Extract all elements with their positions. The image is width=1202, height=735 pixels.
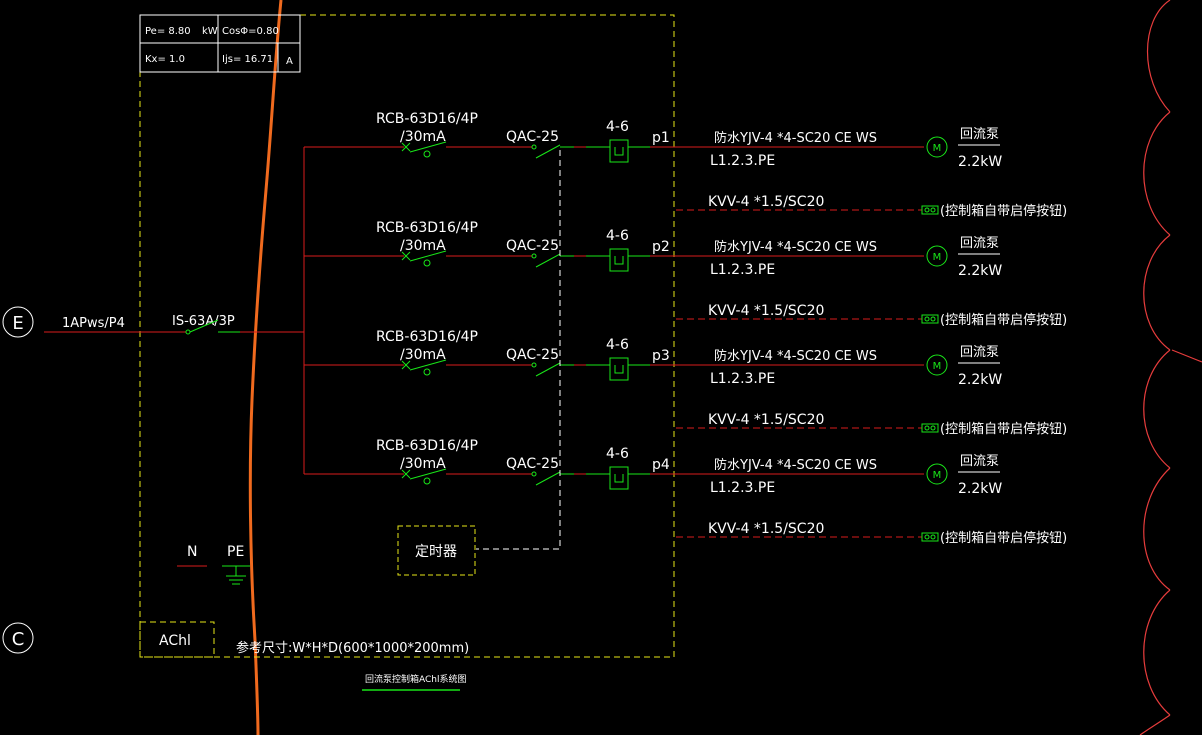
feeder-cable-4: 防水YJV-4 *4-SC20 CE WS bbox=[714, 457, 877, 473]
feeder-cable-2: 防水YJV-4 *4-SC20 CE WS bbox=[714, 239, 877, 255]
main-switch-symbol bbox=[185, 319, 240, 335]
load-cos-value: CosΦ=0.80 bbox=[222, 26, 279, 37]
grid-marker-e: E bbox=[2, 306, 34, 338]
rcbo-symbol bbox=[401, 141, 447, 158]
control-note-1: (控制箱自带启停按钮) bbox=[940, 203, 1067, 219]
ground-symbol bbox=[222, 565, 250, 585]
circuit-group-1 bbox=[304, 136, 948, 215]
contactor-label-2: QAC-25 bbox=[506, 238, 559, 254]
rcbo-label-2: RCB-63D16/4P bbox=[376, 220, 478, 236]
panel-outline bbox=[139, 14, 675, 658]
contactor-label-3: QAC-25 bbox=[506, 347, 559, 363]
relay-label-4: 4-6 bbox=[606, 446, 629, 462]
control-cable-1: KVV-4 *1.5/SC20 bbox=[708, 194, 824, 210]
rcbo-sublabel-2: /30mA bbox=[400, 238, 446, 254]
load-power-3: 2.2kW bbox=[958, 372, 1002, 388]
control-note-3: (控制箱自带启停按钮) bbox=[940, 421, 1067, 437]
neutral-label: N bbox=[187, 544, 197, 560]
motor-symbol bbox=[926, 136, 948, 158]
load-power-1: 2.2kW bbox=[958, 154, 1002, 170]
control-cable-4: KVV-4 *1.5/SC20 bbox=[708, 521, 824, 537]
motor-label-4: M bbox=[933, 470, 942, 481]
feeder-id-3: p3 bbox=[652, 348, 670, 364]
feeder-cable-3: 防水YJV-4 *4-SC20 CE WS bbox=[714, 348, 877, 364]
relay-symbol bbox=[586, 139, 650, 163]
load-ijs-value: Ijs= 16.71 bbox=[222, 54, 273, 65]
control-cable-3: KVV-4 *1.5/SC20 bbox=[708, 412, 824, 428]
motor-label-1: M bbox=[933, 143, 942, 154]
timer-box bbox=[397, 525, 476, 576]
main-switch-label: IS-63A/3P bbox=[172, 314, 235, 329]
load-pe-value: Pe= 8.80 bbox=[145, 26, 191, 37]
dimension-note: 参考尺寸:W*H*D(600*1000*200mm) bbox=[236, 640, 469, 656]
grid-marker-c-label: C bbox=[12, 629, 25, 650]
rcbo-sublabel-4: /30mA bbox=[400, 456, 446, 472]
control-cable-2: KVV-4 *1.5/SC20 bbox=[708, 303, 824, 319]
panel-id-label: AChl bbox=[159, 633, 191, 649]
feeder-cable-1: 防水YJV-4 *4-SC20 CE WS bbox=[714, 130, 877, 146]
rcbo-label-1: RCB-63D16/4P bbox=[376, 111, 478, 127]
load-name-2: 回流泵 bbox=[960, 236, 999, 251]
grid-marker-e-label: E bbox=[12, 313, 23, 334]
contactor-label-4: QAC-25 bbox=[506, 456, 559, 472]
relay-label-2: 4-6 bbox=[606, 228, 629, 244]
phases-2: L1.2.3.PE bbox=[710, 262, 775, 278]
phases-3: L1.2.3.PE bbox=[710, 371, 775, 387]
drawing-title: 回流泵控制箱AChl系统图 bbox=[365, 673, 467, 685]
panel-id-box bbox=[139, 621, 215, 658]
phases-1: L1.2.3.PE bbox=[710, 153, 775, 169]
motor-label-3: M bbox=[933, 361, 942, 372]
circuit-group-4 bbox=[304, 463, 948, 542]
circuit-group-2 bbox=[304, 245, 948, 324]
control-note-4: (控制箱自带启停按钮) bbox=[940, 530, 1067, 546]
timer-control-line bbox=[476, 150, 561, 550]
load-table bbox=[139, 14, 301, 73]
load-power-4: 2.2kW bbox=[958, 481, 1002, 497]
control-note-2: (控制箱自带启停按钮) bbox=[940, 312, 1067, 328]
grid-marker-c: C bbox=[2, 622, 34, 654]
relay-label-3: 4-6 bbox=[606, 337, 629, 353]
feeder-id-1: p1 bbox=[652, 130, 670, 146]
rcbo-label-3: RCB-63D16/4P bbox=[376, 329, 478, 345]
pushbutton-station-symbol bbox=[921, 205, 939, 215]
revision-cloud bbox=[1139, 0, 1202, 735]
load-name-1: 回流泵 bbox=[960, 127, 999, 142]
contactor-symbol bbox=[531, 144, 574, 159]
feeder-id-4: p4 bbox=[652, 457, 670, 473]
motor-label-2: M bbox=[933, 252, 942, 263]
incoming-cable-label: 1APws/P4 bbox=[62, 316, 125, 331]
rcbo-sublabel-1: /30mA bbox=[400, 129, 446, 145]
circuit-group-3 bbox=[304, 354, 948, 433]
load-kx-value: Kx= 1.0 bbox=[145, 54, 185, 65]
timer-label: 定时器 bbox=[415, 544, 457, 560]
load-name-3: 回流泵 bbox=[960, 345, 999, 360]
orange-reference-curve bbox=[248, 0, 283, 735]
load-pe-unit: kW bbox=[202, 26, 218, 37]
phases-4: L1.2.3.PE bbox=[710, 480, 775, 496]
contactor-label-1: QAC-25 bbox=[506, 129, 559, 145]
relay-label-1: 4-6 bbox=[606, 119, 629, 135]
load-name-4: 回流泵 bbox=[960, 454, 999, 469]
load-power-2: 2.2kW bbox=[958, 263, 1002, 279]
feeder-id-2: p2 bbox=[652, 239, 670, 255]
pe-bus-label: PE bbox=[227, 544, 244, 560]
rcbo-sublabel-3: /30mA bbox=[400, 347, 446, 363]
load-ijs-unit: A bbox=[286, 56, 293, 67]
rcbo-label-4: RCB-63D16/4P bbox=[376, 438, 478, 454]
